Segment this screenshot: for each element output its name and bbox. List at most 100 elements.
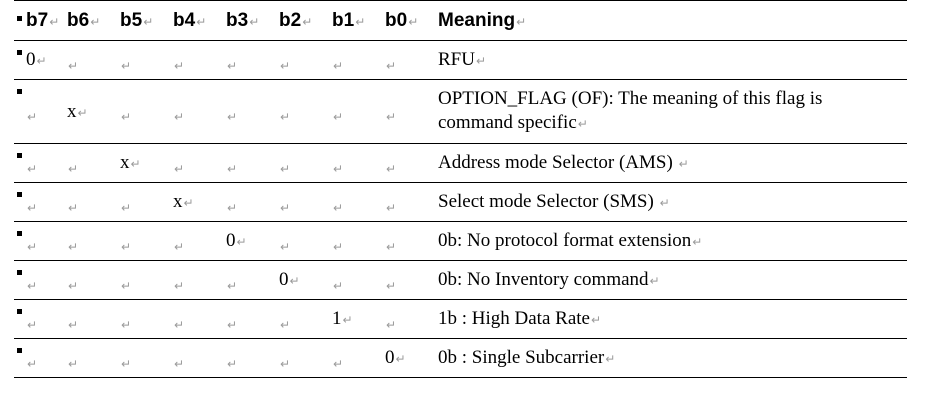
header-b6: b6↵ (67, 0, 120, 41)
meaning-cell: Address mode Selector (AMS) ↵ (438, 143, 907, 183)
bit-value: x (67, 100, 77, 122)
bit-cell-b5: ↵ (120, 79, 173, 144)
header-b0: b0↵ (385, 0, 438, 41)
paragraph-return-icon: ↵ (174, 317, 185, 332)
bit-cell-b3: ↵ (226, 79, 279, 144)
header-label: b1 (332, 9, 355, 31)
paragraph-return-icon: ↵ (692, 234, 703, 249)
paragraph-return-icon: ↵ (659, 195, 670, 210)
meaning-cell: 0b : Single Subcarrier↵ (438, 338, 907, 378)
meaning-text: 1b : High Data Rate (438, 307, 590, 329)
table-header: b7↵ b6↵ b5↵ b4↵ b3↵ b2↵ b1↵ (14, 0, 907, 41)
meaning-text: Select mode Selector (SMS) (438, 190, 659, 212)
bit-cell-b5: ↵ (120, 221, 173, 261)
paragraph-return-icon: ↵ (280, 317, 291, 332)
header-label: b5 (120, 9, 143, 31)
paragraph-return-icon: ↵ (174, 278, 185, 293)
bit-value: 0 (26, 49, 36, 70)
bit-cell-b7: ↵ (14, 143, 67, 183)
bit-cell-b4: ↵ (173, 260, 226, 300)
bit-value: x (173, 191, 183, 212)
table-row: ↵↵↵x↵↵↵↵↵Select mode Selector (SMS) ↵ (14, 182, 907, 222)
bit-cell-b0: ↵ (385, 260, 438, 300)
bit-cell-b2: ↵ (279, 221, 332, 261)
bit-cell-b1: ↵ (332, 182, 385, 222)
paragraph-return-icon: ↵ (280, 200, 291, 215)
paragraph-return-icon: ↵ (143, 14, 154, 29)
paragraph-return-icon: ↵ (68, 200, 79, 215)
paragraph-return-icon: ↵ (27, 110, 38, 124)
meaning-text: 0b: No Inventory command (438, 268, 649, 290)
bit-cell-b4: ↵ (173, 299, 226, 339)
paragraph-return-icon: ↵ (27, 317, 38, 332)
paragraph-return-icon: ↵ (395, 352, 406, 366)
paragraph-return-icon: ↵ (249, 14, 260, 29)
paragraph-return-icon: ↵ (386, 317, 397, 332)
header-b7: b7↵ (14, 0, 67, 41)
paragraph-return-icon: ↵ (227, 356, 238, 371)
header-label: b7 (26, 9, 49, 31)
bit-cell-b2: ↵ (279, 299, 332, 339)
bit-cell-b7: ↵ (14, 79, 67, 144)
paragraph-return-icon: ↵ (333, 239, 344, 254)
row-marker-icon (17, 89, 22, 94)
bit-cell-b0: ↵ (385, 182, 438, 222)
bit-cell-b4: ↵ (173, 143, 226, 183)
paragraph-return-icon: ↵ (90, 14, 101, 29)
paragraph-return-icon: ↵ (121, 278, 132, 293)
bit-cell-b3: ↵ (226, 260, 279, 300)
paragraph-return-icon: ↵ (280, 239, 291, 254)
bit-cell-b6: ↵ (67, 338, 120, 378)
paragraph-return-icon: ↵ (280, 110, 291, 124)
paragraph-return-icon: ↵ (68, 239, 79, 254)
meaning-cell: Select mode Selector (SMS) ↵ (438, 182, 907, 222)
paragraph-return-icon: ↵ (121, 317, 132, 332)
header-row: b7↵ b6↵ b5↵ b4↵ b3↵ b2↵ b1↵ (14, 0, 907, 41)
paragraph-return-icon: ↵ (355, 14, 366, 29)
paragraph-return-icon: ↵ (577, 117, 588, 131)
meaning-text: OPTION_FLAG (OF): The meaning of this fl… (438, 88, 823, 133)
bit-cell-b2: 0↵ (279, 260, 332, 300)
paragraph-return-icon: ↵ (174, 356, 185, 371)
bit-value: x (120, 152, 130, 173)
row-marker-icon (17, 153, 22, 158)
header-b3: b3↵ (226, 0, 279, 41)
bit-cell-b4: ↵ (173, 40, 226, 80)
table-row: ↵x↵↵↵↵↵↵↵OPTION_FLAG (OF): The meaning o… (14, 79, 907, 144)
header-b4: b4↵ (173, 0, 226, 41)
table-row: ↵↵↵↵↵↵↵0↵0b : Single Subcarrier↵ (14, 338, 907, 378)
bit-cell-b0: ↵ (385, 79, 438, 144)
paragraph-return-icon: ↵ (605, 351, 616, 366)
bit-cell-b0: ↵ (385, 221, 438, 261)
paragraph-return-icon: ↵ (333, 161, 344, 176)
bit-cell-b6: ↵ (67, 221, 120, 261)
bit-cell-b0: ↵ (385, 143, 438, 183)
bit-cell-b1: ↵ (332, 40, 385, 80)
meaning-text: 0b : Single Subcarrier (438, 346, 605, 368)
bit-cell-b7: ↵ (14, 221, 67, 261)
bit-cell-b4: ↵ (173, 79, 226, 144)
table-row: ↵↵↵↵0↵↵↵↵0b: No protocol format extensio… (14, 221, 907, 261)
bit-cell-b3: ↵ (226, 299, 279, 339)
bit-cell-b1: ↵ (332, 143, 385, 183)
paragraph-return-icon: ↵ (68, 317, 79, 332)
table-body: 0↵↵↵↵↵↵↵↵RFU↵↵x↵↵↵↵↵↵↵OPTION_FLAG (OF): … (14, 40, 907, 378)
paragraph-return-icon: ↵ (227, 200, 238, 215)
paragraph-return-icon: ↵ (227, 278, 238, 293)
bit-cell-b4: x↵ (173, 182, 226, 222)
header-label: b2 (279, 9, 302, 31)
bit-cell-b1: ↵ (332, 260, 385, 300)
paragraph-return-icon: ↵ (196, 14, 207, 29)
meaning-cell: 0b: No Inventory command↵ (438, 260, 907, 300)
paragraph-return-icon: ↵ (227, 110, 238, 124)
paragraph-return-icon: ↵ (280, 356, 291, 371)
bit-cell-b3: ↵ (226, 40, 279, 80)
row-marker-icon (17, 50, 22, 55)
bit-cell-b4: ↵ (173, 338, 226, 378)
bit-cell-b1: 1↵ (332, 299, 385, 339)
row-marker-icon (17, 192, 22, 197)
bit-cell-b3: ↵ (226, 338, 279, 378)
paragraph-return-icon: ↵ (183, 196, 194, 210)
paragraph-return-icon: ↵ (27, 239, 38, 254)
bit-cell-b6: x↵ (67, 79, 120, 144)
